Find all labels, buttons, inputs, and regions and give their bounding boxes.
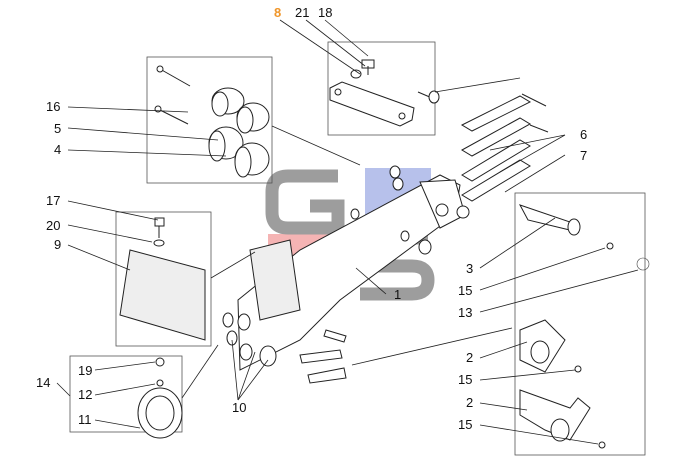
callout-21: 21	[295, 5, 309, 20]
callout-1: 1	[394, 287, 401, 302]
leader-lines	[56, 19, 639, 445]
callout-12: 12	[78, 387, 92, 402]
bracket-kit-box	[115, 211, 212, 347]
callout-2: 2	[466, 395, 473, 410]
plate-kit-box	[327, 41, 436, 136]
callout-labels: 8 21 18 16 5 4 6 7 17 20 9 1 3 15 13 2 1…	[36, 5, 587, 432]
callout-16: 16	[46, 99, 60, 114]
callout-15: 15	[458, 283, 472, 298]
callout-15: 15	[458, 372, 472, 387]
callout-18: 18	[318, 5, 332, 20]
callout-9: 9	[54, 237, 61, 252]
bearing-kit-box	[69, 355, 183, 439]
callout-6: 6	[580, 127, 587, 142]
callout-11: 11	[78, 412, 92, 427]
callout-2: 2	[466, 350, 473, 365]
callout-19: 19	[78, 363, 92, 378]
callout-5: 5	[54, 121, 61, 136]
pads-kit-box	[146, 56, 273, 184]
callout-3: 3	[466, 261, 473, 276]
callout-4: 4	[54, 142, 61, 157]
callout-20: 20	[46, 218, 60, 233]
callout-8: 8	[274, 5, 281, 20]
main-arm-body	[222, 90, 470, 384]
callout-14: 14	[36, 375, 50, 390]
callout-13: 13	[458, 305, 472, 320]
callout-17: 17	[46, 193, 60, 208]
callout-15: 15	[458, 417, 472, 432]
shims	[460, 93, 549, 202]
callout-7: 7	[580, 148, 587, 163]
callout-10: 10	[232, 400, 246, 415]
pins-kit-box	[514, 192, 650, 456]
